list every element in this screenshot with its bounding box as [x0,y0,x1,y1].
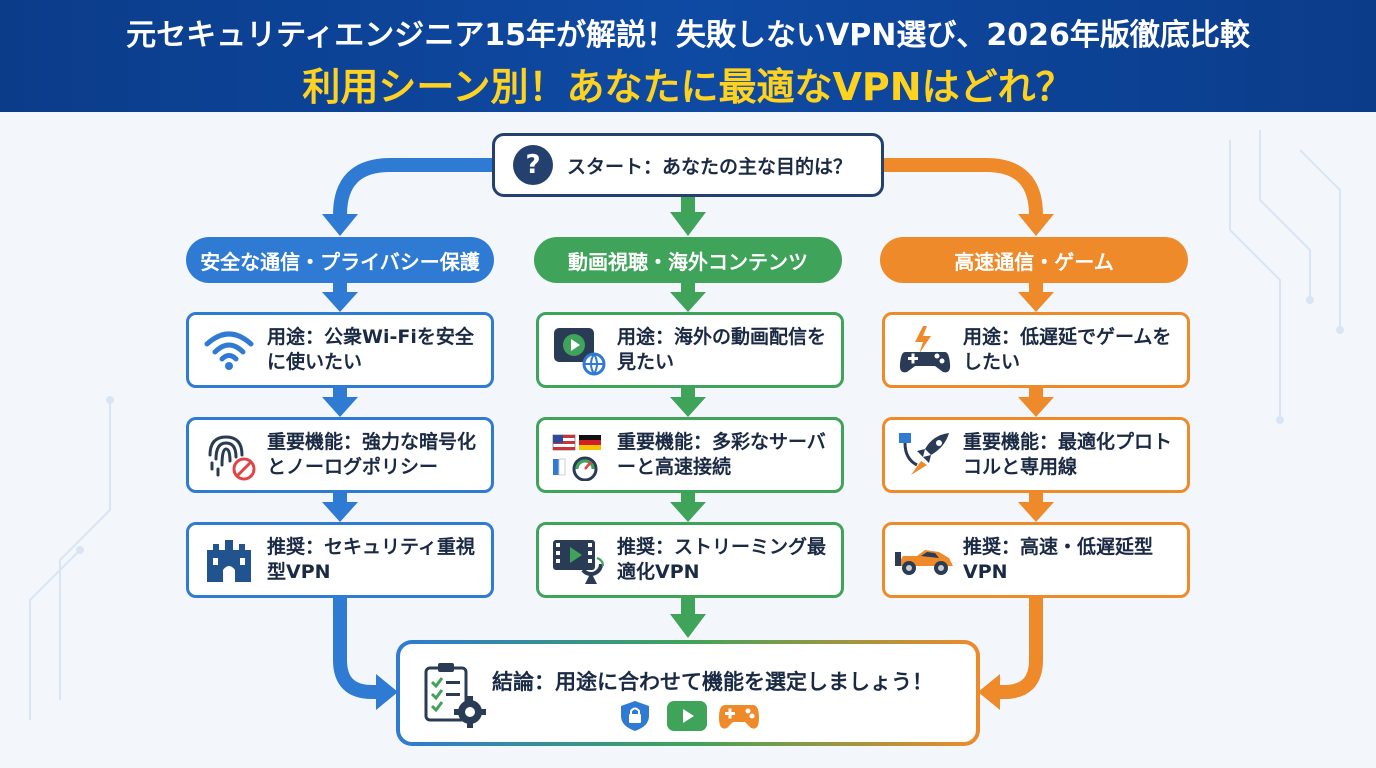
security-feature-text: 重要機能：強力な暗号化とノーログポリシー [267,431,477,478]
gaming-use-card: 用途：低遅延でゲームをしたい [882,312,1190,388]
gaming-feature-text: 重要機能：最適化プロトコルと専用線 [963,431,1173,478]
video-globe-icon [549,322,609,378]
security-use-card: 用途：公衆Wi-Fiを安全に使いたい [186,312,494,388]
conclusion-node: 結論：用途に合わせて機能を選定しましょう！ [396,640,980,746]
checklist-gear-icon [424,663,486,728]
film-satellite-icon [549,532,609,588]
streaming-feature-card: 重要機能：多彩なサーバーと高速接続 [536,417,844,493]
gaming-recommend-card: 推奨：高速・低遅延型VPN [882,522,1190,598]
branch-streaming-label: 動画視聴・海外コンテンツ [534,237,842,283]
race-car-icon [895,532,955,588]
security-use-text: 用途：公衆Wi-Fiを安全に使いたい [267,326,474,373]
security-recommend-card: 推奨：セキュリティ重視型VPN [186,522,494,598]
streaming-use-card: 用途：海外の動画配信を見たい [536,312,844,388]
streaming-recommend-card: 推奨：ストリーミング最適化VPN [536,522,844,598]
gaming-feature-card: 重要機能：最適化プロトコルと専用線 [882,417,1190,493]
streaming-feature-text: 重要機能：多彩なサーバーと高速接続 [617,431,826,478]
security-recommend-text: 推奨：セキュリティ重視型VPN [267,536,475,583]
conclusion-text: 結論：用途に合わせて機能を選定しましょう！ [492,670,933,694]
question-icon: ? [513,145,553,185]
shield-lock-icon [621,701,649,731]
flags-speedometer-icon [549,427,609,483]
streaming-use-text: 用途：海外の動画配信を見たい [617,326,827,373]
branch-security-label: 安全な通信・プライバシー保護 [186,237,494,283]
branch-gaming-label: 高速通信・ゲーム [880,237,1188,283]
gaming-recommend-text: 推奨：高速・低遅延型VPN [963,536,1154,583]
rocket-cable-icon [895,427,955,483]
fingerprint-no-log-icon [199,427,259,483]
header-banner: 元セキュリティエンジニア15年が解説！失敗しないVPN選び、2026年版徹底比較… [0,0,1376,112]
header-title: 元セキュリティエンジニア15年が解説！失敗しないVPN選び、2026年版徹底比較 [126,18,1250,53]
streaming-recommend-text: 推奨：ストリーミング最適化VPN [617,536,827,583]
header-subtitle: 利用シーン別！あなたに最適なVPNはどれ？ [302,65,1074,109]
wifi-icon [199,322,259,378]
play-button-icon [667,701,707,731]
gamepad-icon [719,705,759,729]
castle-icon [199,532,259,588]
start-text: スタート：あなたの主な目的は？ [567,155,853,178]
gaming-use-text: 用途：低遅延でゲームをしたい [963,326,1172,373]
security-feature-card: 重要機能：強力な暗号化とノーログポリシー [186,417,494,493]
start-node: ? スタート：あなたの主な目的は？ [492,133,884,197]
gamepad-lightning-icon [895,322,955,378]
